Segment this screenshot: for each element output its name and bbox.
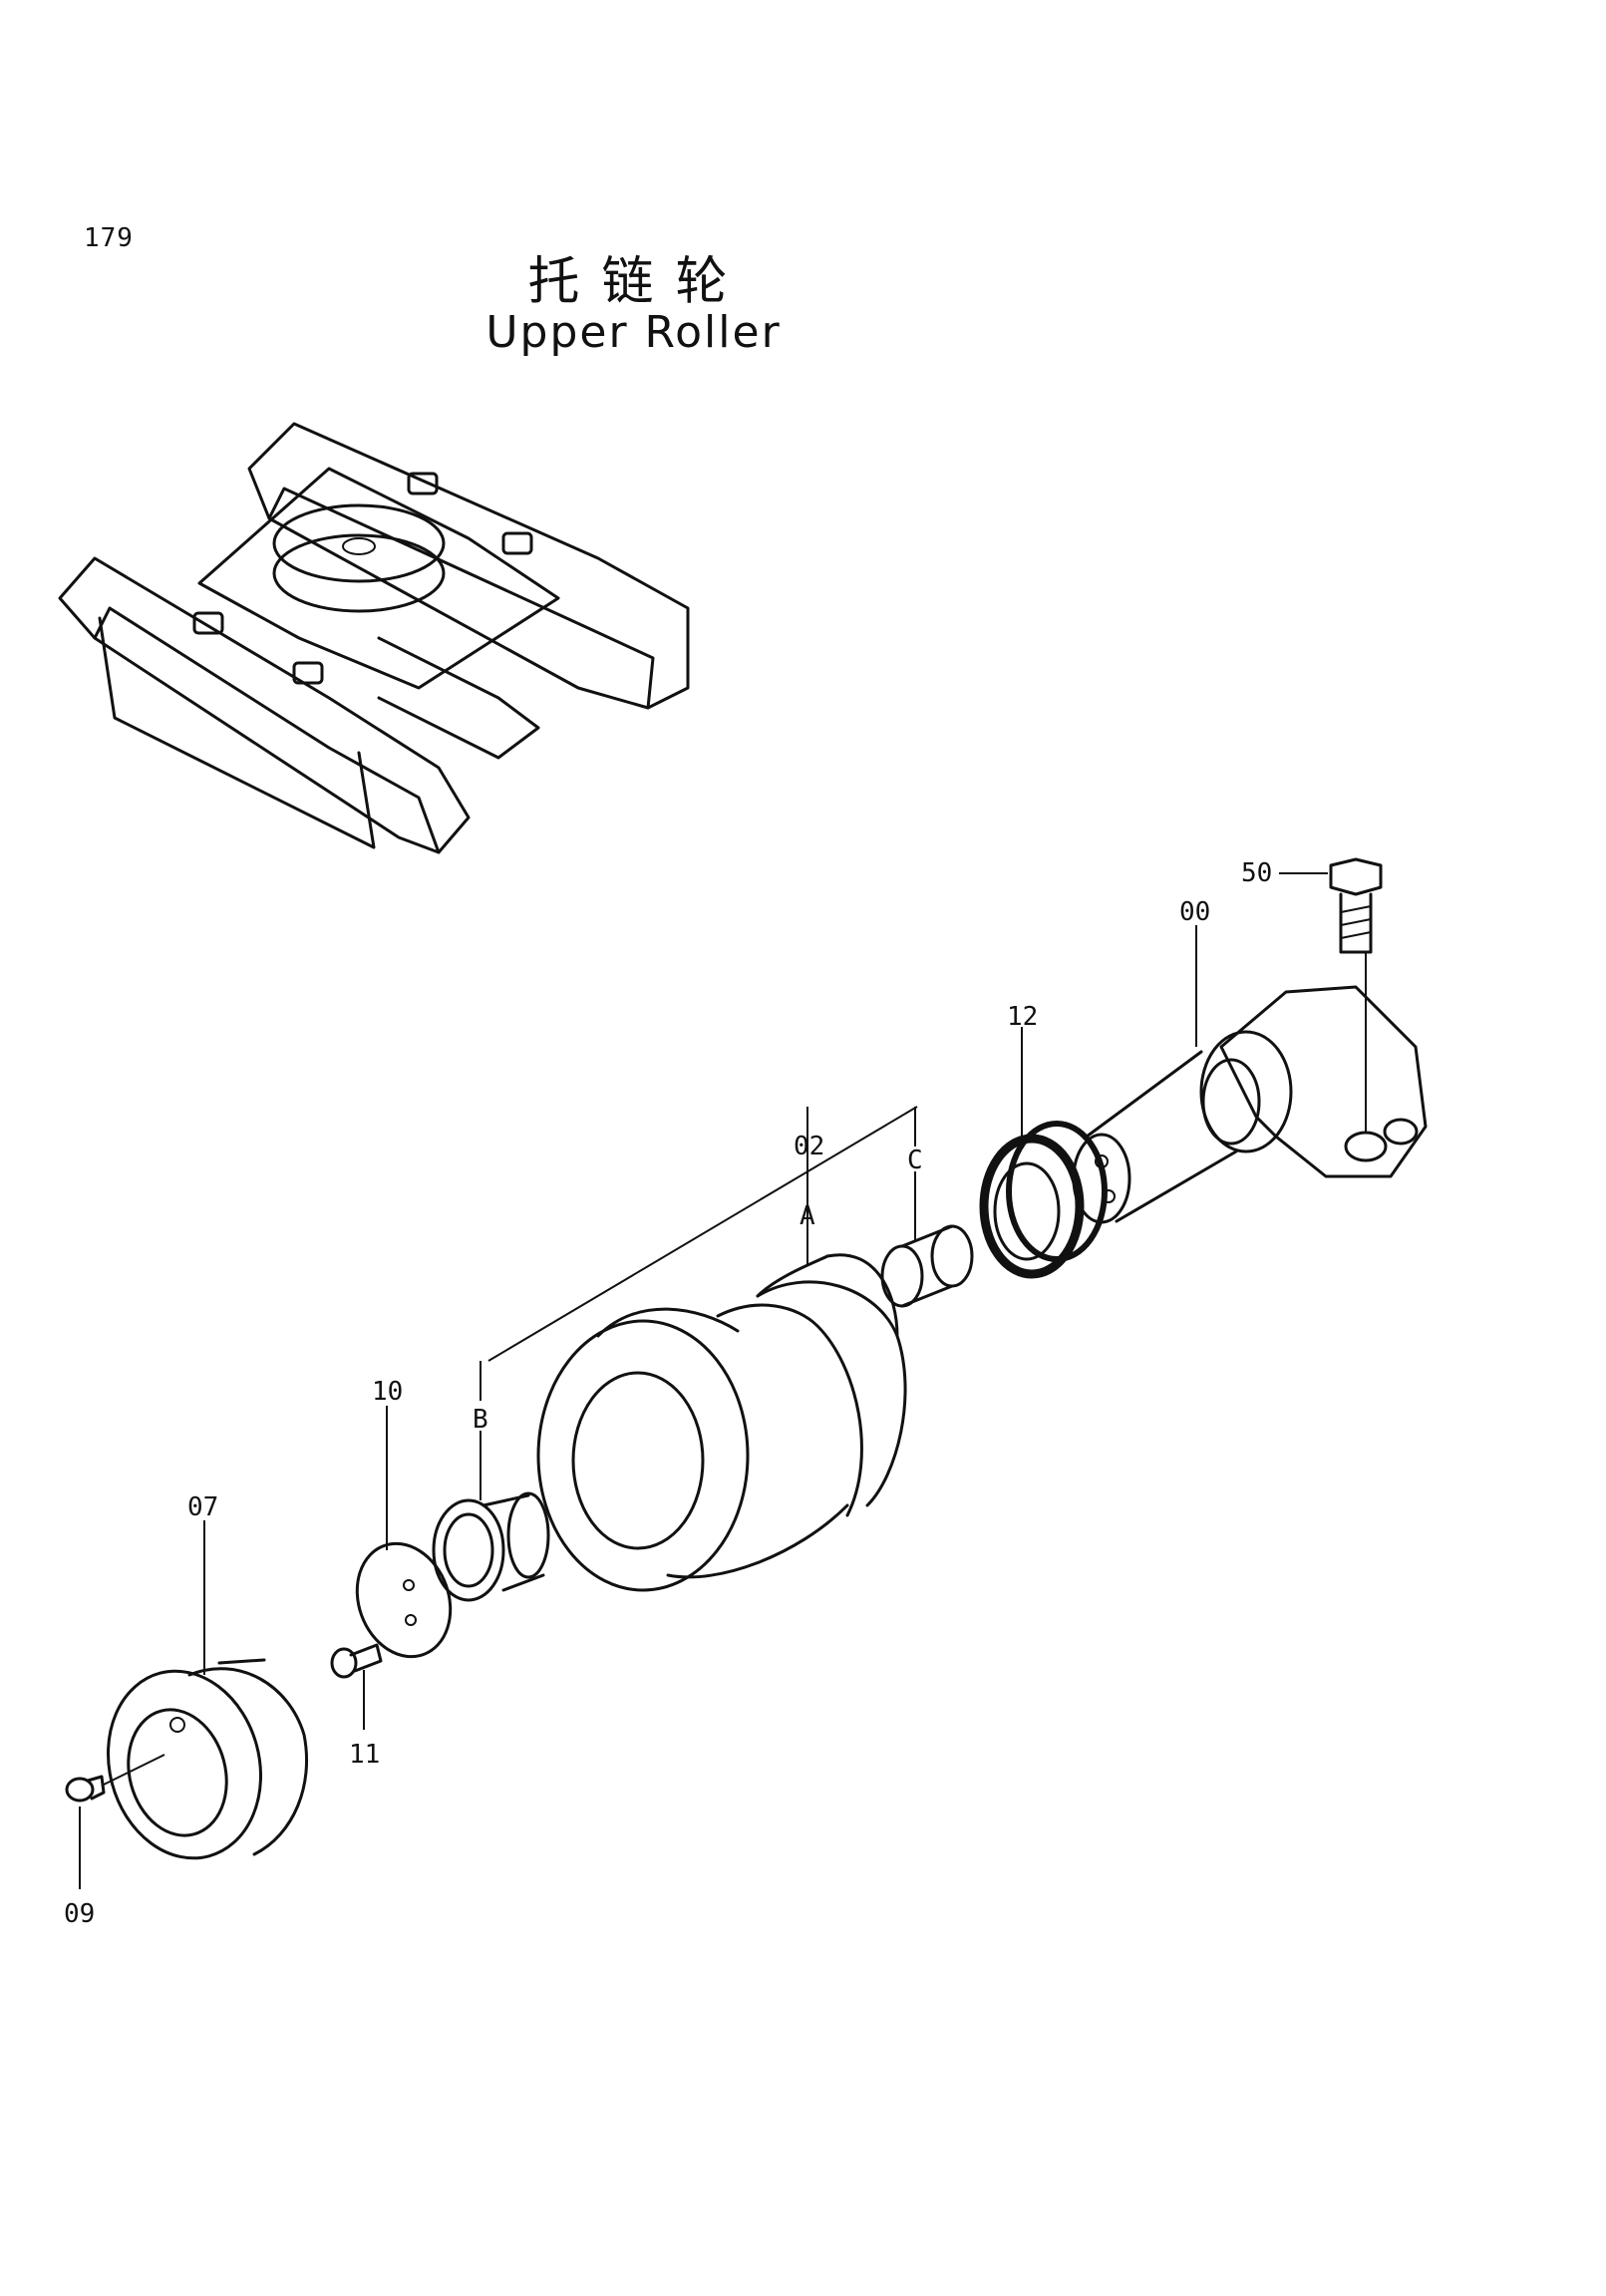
callout-09: 09 <box>64 1899 95 1929</box>
callout-c: C <box>907 1146 923 1175</box>
part-00-shaft-bracket <box>1072 925 1428 1224</box>
callout-02: 02 <box>794 1132 824 1161</box>
part-10-plate <box>355 1406 453 1659</box>
callout-07: 07 <box>187 1492 218 1522</box>
part-50-bolt <box>1279 857 1383 954</box>
part-a-roller <box>536 1137 907 1592</box>
part-07-cover <box>106 1520 309 1860</box>
part-09-plug <box>65 1754 165 1889</box>
part-12-seal-ring <box>979 1027 1108 1279</box>
part-c-bushing <box>880 1171 974 1308</box>
page-title-english: Upper Roller <box>485 307 782 358</box>
callout-11: 11 <box>349 1740 380 1770</box>
page-title-chinese: 托链轮 <box>527 252 750 312</box>
callout-12: 12 <box>1007 1002 1038 1032</box>
page-number: 179 <box>84 223 134 253</box>
part-b-bushing <box>432 1431 550 1602</box>
callout-10: 10 <box>372 1377 403 1407</box>
callout-00: 00 <box>1179 897 1210 927</box>
assembly-02-bracket-lines <box>480 1106 918 1401</box>
callout-b: B <box>473 1405 488 1435</box>
callout-a: A <box>800 1201 815 1231</box>
track-frame-overview <box>58 422 690 854</box>
part-11-screw <box>330 1643 383 1730</box>
callout-50: 50 <box>1241 858 1272 888</box>
